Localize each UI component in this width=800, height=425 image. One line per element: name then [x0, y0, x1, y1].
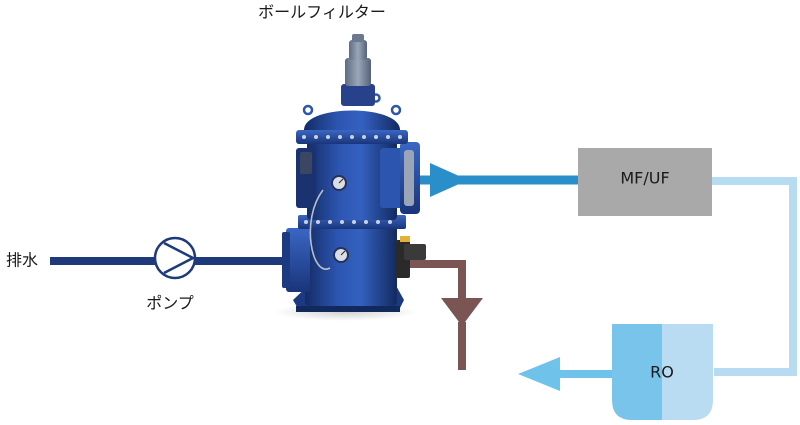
source-label: 排水: [6, 251, 38, 270]
gauge-icon: [331, 175, 347, 191]
drain-funnel-icon: [441, 298, 483, 326]
mfuf-label: MF/UF: [620, 169, 669, 188]
ro-label: RO: [650, 363, 674, 382]
mfuf-outlet-pipe: [712, 177, 797, 376]
mfuf-unit: MF/UF: [578, 148, 712, 216]
flow-arrow-icon: [518, 357, 560, 391]
gauge-icon: [333, 247, 349, 263]
drain-pipe: [408, 260, 483, 370]
ball-filter-icon: [273, 34, 426, 321]
pump-icon: [153, 236, 197, 280]
ball-filter-title: ボールフィルター: [258, 3, 386, 22]
flow-arrow-icon: [430, 163, 468, 197]
ro-unit: RO: [612, 324, 713, 420]
ro-outlet-pipe: [518, 357, 612, 391]
pump-label: ポンプ: [146, 294, 194, 313]
filter-outlet-pipe: [415, 163, 580, 197]
